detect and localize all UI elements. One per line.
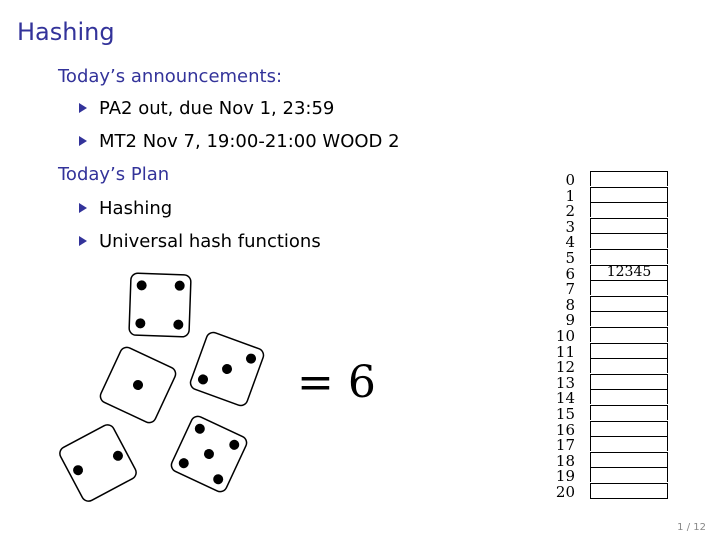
announcement-item: PA2 out, due Nov 1, 23:59 [79,98,334,119]
hash-table-index: 0 [565,171,575,189]
hash-table-index: 8 [565,295,575,314]
hash-table-index: 6 [565,264,575,283]
plan-item: Hashing [79,198,172,219]
hash-table-cell [590,202,668,218]
die-three-icon [189,331,265,407]
hash-table-index: 4 [565,233,575,252]
triangle-bullet-icon [79,203,87,213]
announcement-text: MT2 Nov 7, 19:00-21:00 WOOD 2 [99,131,400,152]
hash-table-cell [590,249,668,264]
hash-table-cell [590,451,668,467]
hash-table-cell [590,186,668,202]
hash-table-index: 12 [555,358,575,377]
hash-table-cell [590,217,668,233]
die-four-icon [128,272,192,338]
triangle-bullet-icon [79,103,87,113]
hash-table-cell [590,327,668,342]
slide-title: Hashing [17,18,115,46]
hash-table-cell [590,171,668,186]
hash-table-cell [590,264,668,280]
hash-table-index: 5 [565,249,575,267]
hash-table-cell [590,280,668,296]
hash-table-index: 16 [555,420,575,439]
plan-heading: Today’s Plan [58,164,170,185]
announcement-text: PA2 out, due Nov 1, 23:59 [99,98,335,119]
announcements-heading: Today’s announcements: [58,66,283,87]
hash-table-index: 17 [555,436,575,455]
hash-table-index: 13 [555,373,575,392]
hash-table-cell [590,373,668,389]
plan-text: Universal hash functions [99,231,321,252]
hash-table-index: 10 [555,327,575,345]
dice-sum-result: = 6 [297,357,376,408]
hash-table-index: 7 [565,280,575,299]
hash-table-cell [590,295,668,311]
hash-table-cell [590,405,668,420]
dice-illustration [59,272,265,502]
plan-item: Universal hash functions [79,231,321,252]
hash-table-cell [590,389,668,405]
announcement-item: MT2 Nov 7, 19:00-21:00 WOOD 2 [79,131,400,152]
hash-table-cell [590,311,668,327]
hash-table-index: 20 [555,483,575,501]
hash-table-cell [590,483,668,499]
hash-table-index: 1 [565,186,575,205]
hash-table-cell [590,342,668,358]
hash-table-entry: 12345 [606,263,652,280]
hash-table-index: 9 [565,311,575,330]
page-number: 1 / 12 [677,522,706,533]
hash-table-cell [590,467,668,483]
hash-table-cell [590,233,668,249]
hash-table-index: 18 [555,451,575,470]
hash-table-index: 2 [565,202,575,221]
hash-table-index: 19 [555,467,575,486]
hash-table-index: 15 [555,405,575,423]
triangle-bullet-icon [79,136,87,146]
triangle-bullet-icon [79,236,87,246]
hash-table-index: 11 [555,342,575,361]
die-two-icon [59,424,137,502]
die-one-icon [99,346,177,424]
die-five-icon [170,415,248,493]
plan-text: Hashing [99,198,173,219]
hash-table-cell [590,436,668,452]
hash-table-cell [590,420,668,436]
hash-table-index: 3 [565,217,575,236]
hash-table-cell [590,358,668,374]
hash-table-index: 14 [555,389,575,408]
